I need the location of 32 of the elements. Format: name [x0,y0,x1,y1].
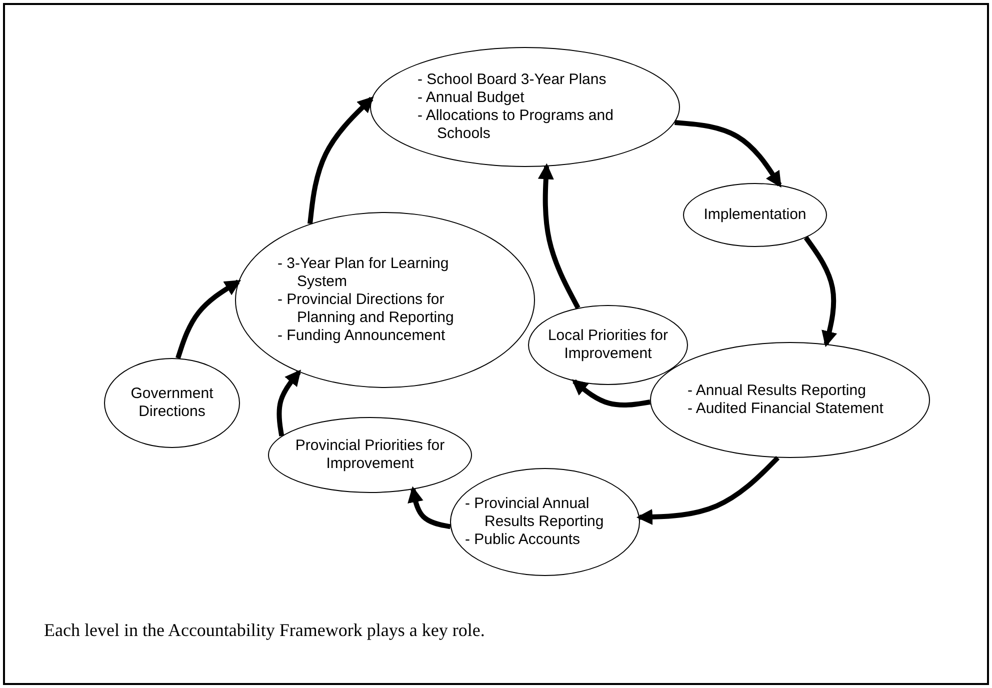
list-item: - 3-Year Plan for Learning System [278,255,450,291]
curved-arrow [408,486,451,530]
ellipse-node [268,417,472,493]
list-item: - Annual Results Reporting [688,382,866,400]
curved-arrow [804,236,838,348]
curved-arrow [674,120,782,188]
list-item: - Provincial Directions for Planning and Reporting [278,291,455,327]
ellipse-node [370,47,680,167]
node-label: Local Priorities for Improvement [546,327,670,363]
curved-arrow [636,456,780,525]
list-item: - School Board 3-Year Plans [418,71,606,89]
curved-arrow [176,280,241,359]
ellipse-node [528,305,688,385]
curved-arrow [538,163,580,310]
list-item: - Allocations to Programs and Schools [418,107,614,143]
curved-arrow [276,370,301,436]
caption: Each level in the Accountability Framework plays a key role. [44,620,485,641]
node-label: Provincial Priorities for Improvement [294,437,446,473]
list-item: - Provincial Annual Results Reporting [465,495,605,531]
curved-arrow [572,379,650,408]
node-label: Implementation [704,206,806,224]
list-item: - Funding Announcement [278,327,446,345]
ellipse-node [650,342,930,458]
ellipse-node [450,468,640,576]
curved-arrow [308,96,374,224]
ellipse-node [683,183,827,247]
list-item: - Public Accounts [465,531,580,549]
list-item: - Audited Financial Statement [688,400,884,418]
ellipse-node [235,212,535,388]
ellipse-node [104,358,240,448]
node-label: Government Directions [130,385,214,421]
list-item: - Annual Budget [418,89,524,107]
